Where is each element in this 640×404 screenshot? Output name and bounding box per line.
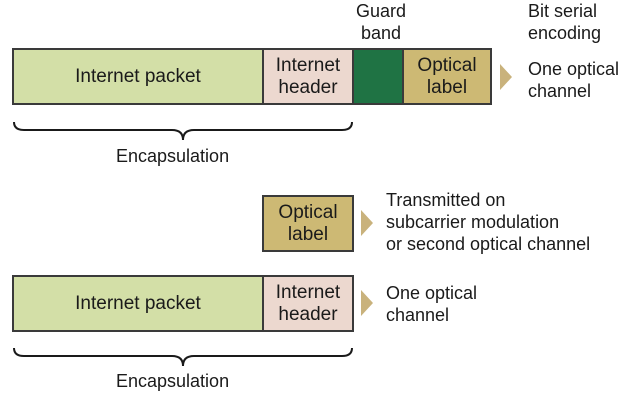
top-internet-header: Internet header — [262, 48, 354, 105]
top-internet-header-label: Internet header — [275, 54, 341, 98]
top-encapsulation-brace — [13, 121, 353, 141]
bottom-lower-arrow-icon — [361, 290, 373, 316]
bottom-encapsulation-brace — [13, 347, 353, 367]
top-optical-label: Optical label — [402, 48, 492, 105]
bit-serial-caption: Bit serial encoding — [528, 1, 602, 43]
top-internet-packet-label: Internet packet — [75, 65, 201, 87]
bottom-internet-header: Internet header — [262, 275, 354, 332]
bottom-internet-packet: Internet packet — [12, 275, 264, 332]
top-arrow-icon — [500, 64, 512, 90]
bottom-channel-text: One optical channel — [386, 283, 478, 325]
bottom-optical-label: Optical label — [262, 195, 354, 252]
top-optical-label-text: Optical label — [417, 54, 477, 98]
top-internet-packet: Internet packet — [12, 48, 264, 105]
bottom-internet-header-label: Internet header — [275, 281, 341, 325]
top-encapsulation-label: Encapsulation — [116, 146, 230, 166]
transmitted-text: Transmitted on subcarrier modulation or … — [386, 190, 591, 254]
bottom-optical-label-text: Optical label — [278, 201, 338, 245]
guard-band-block — [352, 48, 404, 105]
top-channel-text: One optical channel — [528, 59, 620, 101]
bottom-internet-packet-label: Internet packet — [75, 292, 201, 314]
guard-band-caption: Guard band — [356, 1, 407, 43]
bottom-encapsulation-label: Encapsulation — [116, 371, 230, 391]
bottom-upper-arrow-icon — [361, 210, 373, 236]
